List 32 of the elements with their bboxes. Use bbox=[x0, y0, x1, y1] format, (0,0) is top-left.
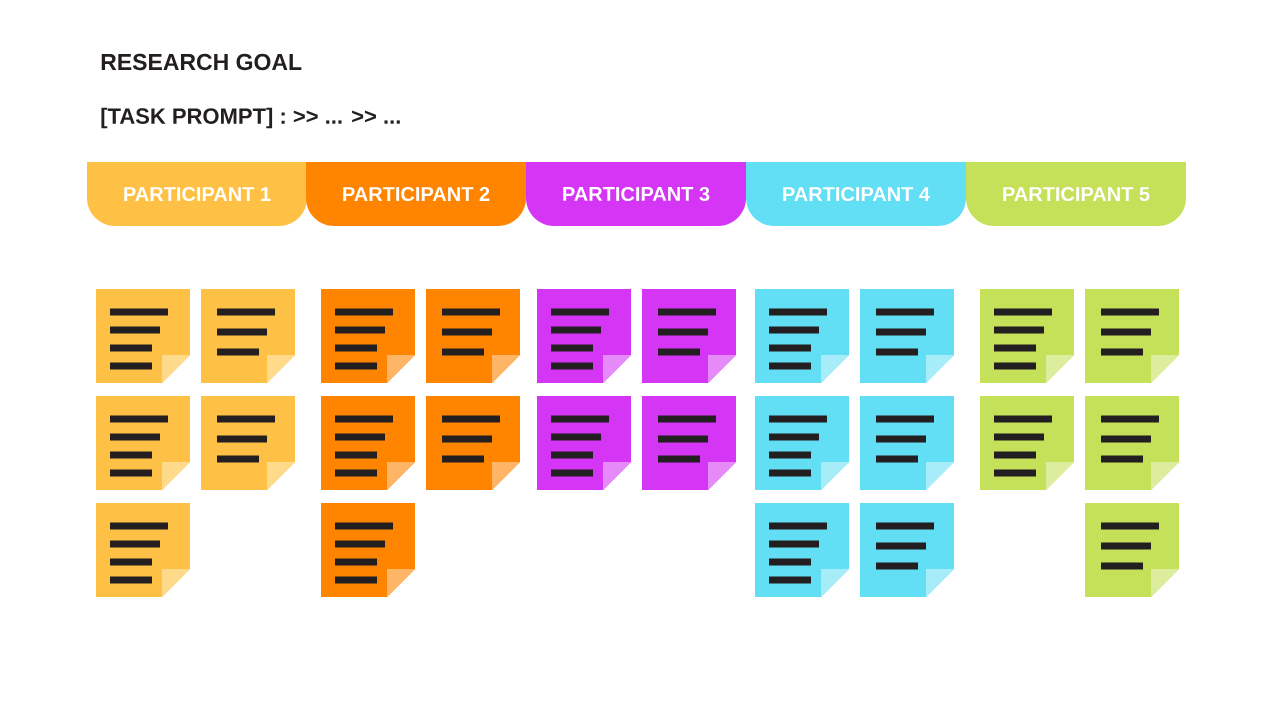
sticky-note bbox=[96, 396, 190, 490]
participant-tab: PARTICIPANT 5 bbox=[966, 162, 1186, 226]
sticky-note bbox=[642, 289, 736, 383]
participant-tab: PARTICIPANT 2 bbox=[306, 162, 526, 226]
sticky-note bbox=[860, 396, 954, 490]
participant-tab: PARTICIPANT 1 bbox=[87, 162, 307, 226]
sticky-note bbox=[755, 289, 849, 383]
sticky-note bbox=[537, 396, 631, 490]
sticky-note bbox=[321, 396, 415, 490]
sticky-note bbox=[980, 289, 1074, 383]
sticky-note bbox=[755, 396, 849, 490]
sticky-note bbox=[426, 396, 520, 490]
sticky-note bbox=[860, 289, 954, 383]
heading: RESEARCH GOAL bbox=[101, 53, 302, 71]
sticky-note bbox=[1085, 289, 1179, 383]
sticky-note bbox=[321, 503, 415, 597]
sticky-note bbox=[980, 396, 1074, 490]
sticky-note bbox=[426, 289, 520, 383]
sticky-note bbox=[201, 396, 295, 490]
sticky-note bbox=[96, 503, 190, 597]
sticky-note bbox=[1085, 396, 1179, 490]
sticky-note bbox=[755, 503, 849, 597]
sticky-note bbox=[642, 396, 736, 490]
sticky-note bbox=[1085, 503, 1179, 597]
participant-tab: PARTICIPANT 3 bbox=[526, 162, 746, 226]
sticky-note bbox=[201, 289, 295, 383]
sticky-note bbox=[321, 289, 415, 383]
sticky-note bbox=[860, 503, 954, 597]
sticky-note bbox=[96, 289, 190, 383]
task-prompt: [TASK PROMPT] : >> ... >> ... bbox=[101, 107, 400, 129]
sticky-note bbox=[537, 289, 631, 383]
participant-tab: PARTICIPANT 4 bbox=[746, 162, 966, 226]
